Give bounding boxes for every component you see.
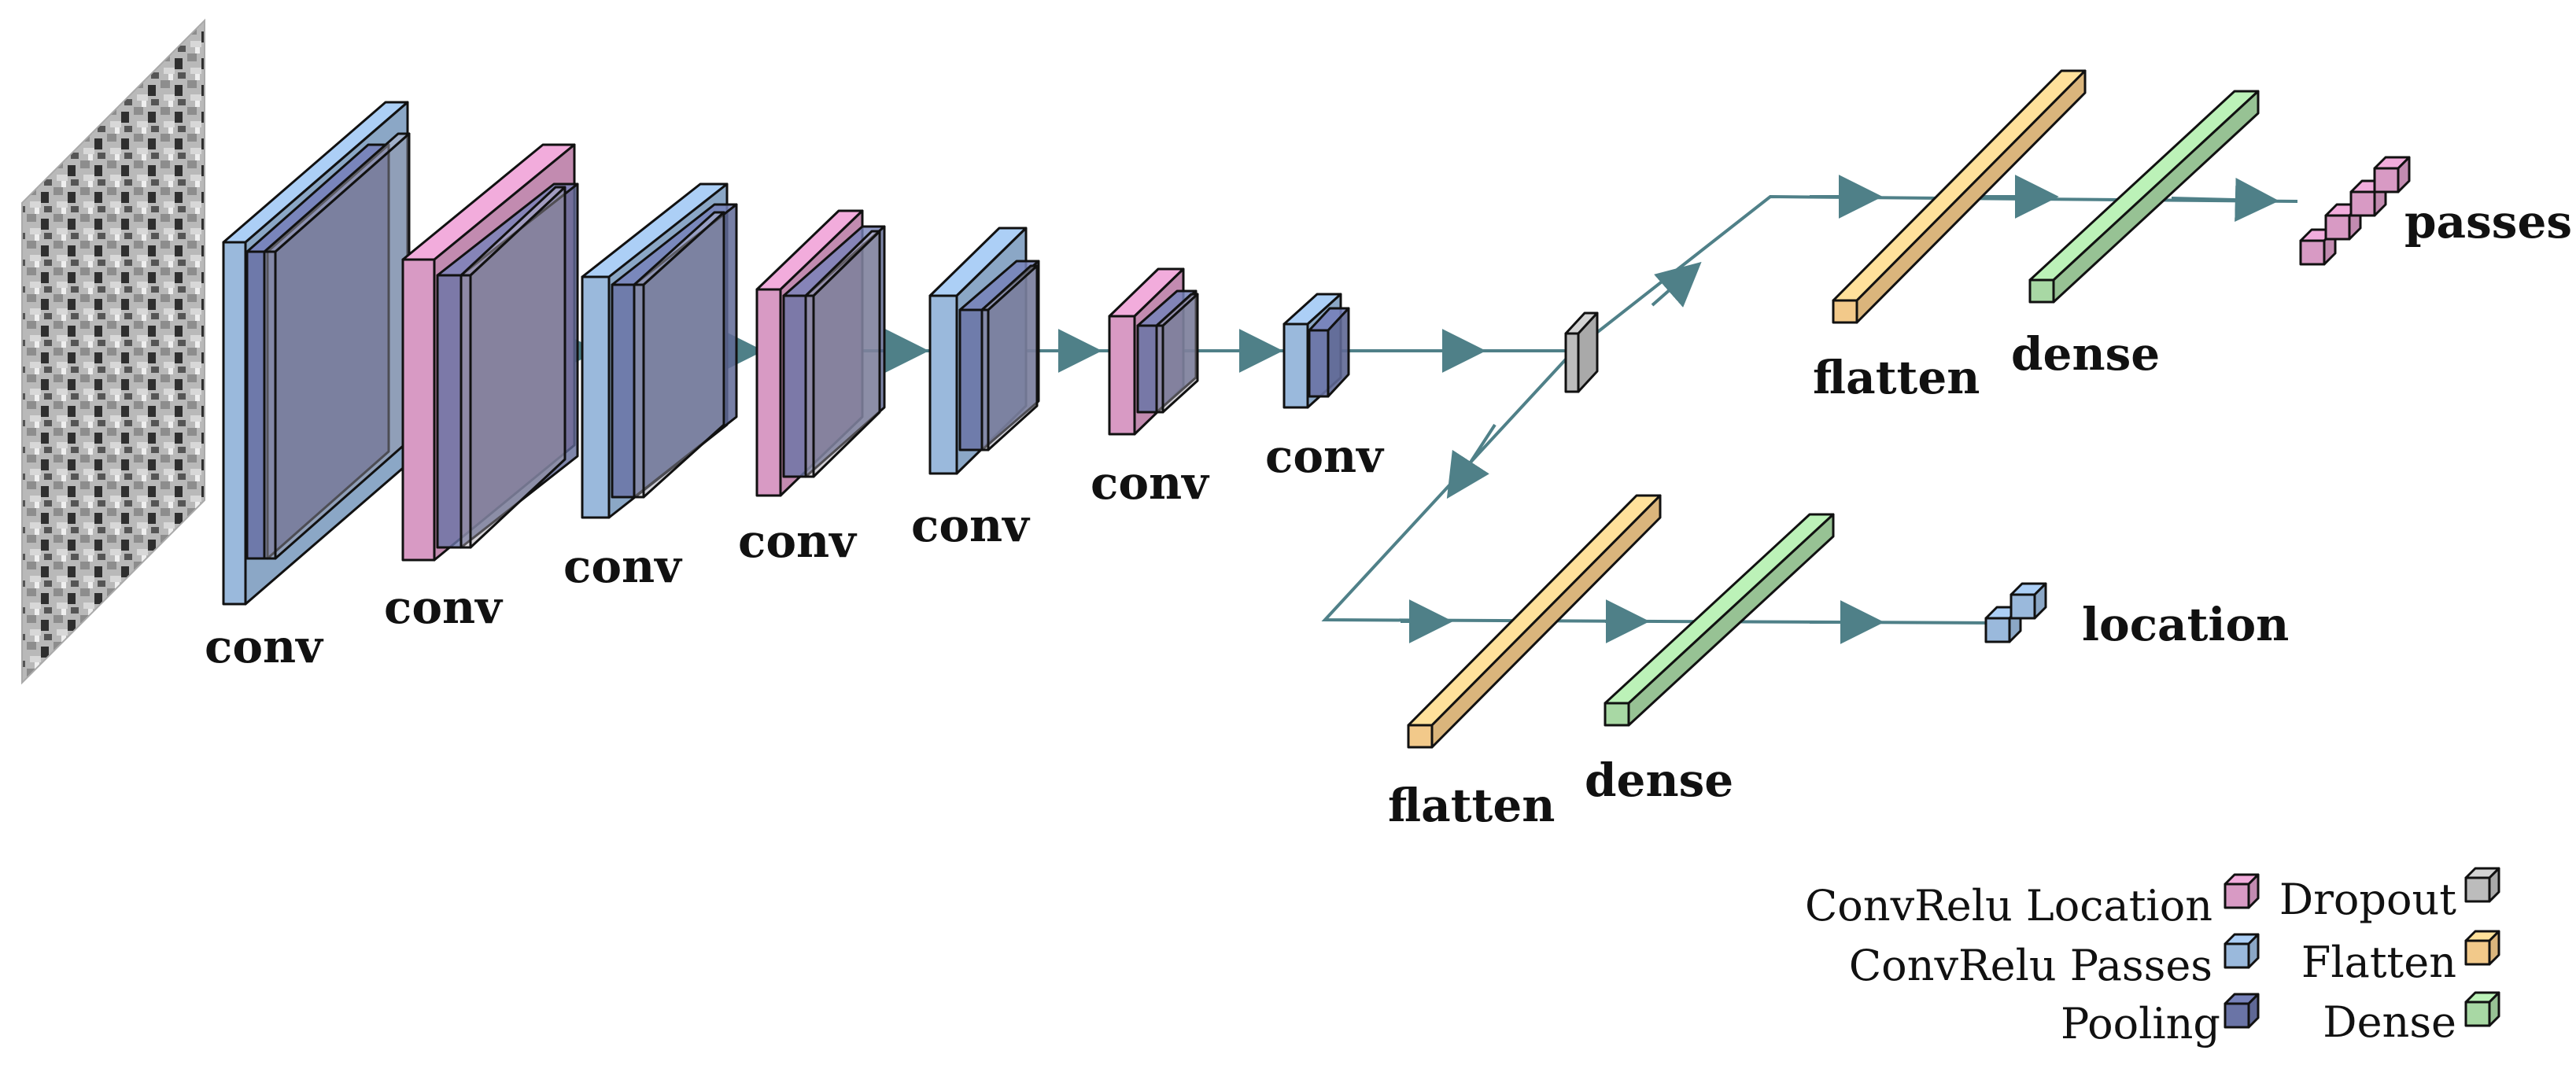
dense-block-bottom [1604, 513, 1835, 727]
conv-6-drop-front [1155, 324, 1164, 414]
dense-block-bottom-top [1604, 513, 1835, 705]
location-output-cube-2-front [2010, 593, 2036, 620]
conv-5-drop-front [980, 308, 990, 451]
conv-label-4: conv [738, 514, 858, 568]
legend-swatch-flatten-front [2464, 939, 2491, 966]
conv-1-drop-front [263, 250, 277, 560]
legend-swatch-convrelu-passes-front [2224, 942, 2250, 969]
layer-labels: conv conv conv conv conv conv conv flatt… [205, 195, 2572, 832]
legend-label-convrelu-passes: ConvRelu Passes [1849, 941, 2212, 990]
conv-6-relu-front [1108, 315, 1136, 436]
dense-block-top-side [2052, 90, 2260, 304]
conv-label-1: conv [205, 620, 324, 673]
conv-label-7: conv [1265, 429, 1385, 483]
conv-6-drop [1155, 293, 1199, 414]
conv-4-pool-front [782, 294, 807, 478]
conv-5-pool-front [958, 308, 984, 451]
legend-label-flatten: Flatten [2301, 938, 2456, 987]
conv-6-pool-front [1136, 324, 1158, 414]
legend-swatch-dense-front [2464, 1001, 2491, 1027]
dense-block-top-front [2028, 278, 2055, 304]
legend-swatch-pooling-front [2224, 1002, 2250, 1029]
legend-swatch-dropout-front [2464, 876, 2491, 903]
conv-2-pool-front [436, 274, 463, 549]
passes-output-cube-4 [2373, 156, 2411, 193]
legend: ConvRelu Location ConvRelu Passes Poolin… [1805, 875, 2456, 1048]
legend-swatch-flatten [2464, 930, 2500, 966]
conv-1-drop [263, 132, 411, 560]
location-flow-line-arrow-1 [1446, 423, 1497, 499]
conv-3-drop-front [633, 283, 645, 499]
dropout-block [1564, 311, 1599, 393]
dense-label-top: dense [2011, 327, 2160, 381]
conv-2-drop [459, 186, 566, 549]
dropout-block-front [1564, 332, 1580, 393]
flatten-block-bottom-front [1407, 724, 1434, 749]
passes-output-cube-2-front [2324, 214, 2351, 241]
legend-label-dense: Dense [2323, 997, 2456, 1047]
conv-3-relu-front [581, 275, 611, 519]
conv-5-relu-front [928, 294, 958, 475]
conv-4-relu-front [755, 288, 782, 497]
conv-5-pool [958, 260, 1040, 451]
legend-swatch-convrelu-passes [2224, 933, 2260, 969]
conv-3-drop [633, 211, 725, 499]
flatten-block-top [1832, 69, 2087, 324]
conv-1-pool [245, 143, 390, 560]
conv-label-2: conv [384, 580, 504, 634]
legend-label-pooling: Pooling [2061, 999, 2220, 1048]
passes-output-cube-1-front [2299, 239, 2326, 266]
conv-4-drop-front [804, 294, 815, 478]
legend-swatch-pooling [2224, 993, 2260, 1029]
passes-output-cube-4-front [2373, 167, 2400, 193]
dense-label-bottom: dense [1585, 754, 1733, 807]
flatten-block-top-front [1832, 299, 1858, 324]
passes-flow-line-arrow-1 [1651, 261, 1702, 308]
passes-output-cube-3-front [2349, 190, 2376, 217]
conv-5-drop [980, 264, 1039, 451]
conv-1-relu-front [222, 241, 247, 606]
dense-block-bottom-front [1604, 702, 1630, 727]
flatten-block-bottom [1407, 494, 1662, 749]
conv-4-drop [804, 230, 881, 478]
legend-swatch-convrelu-location-front [2224, 883, 2250, 909]
legend-swatch-dense [2464, 991, 2500, 1027]
input-image [21, 18, 205, 685]
layer-blocks [222, 69, 2500, 1029]
passes-label: passes [2404, 195, 2572, 249]
legend-label-dropout: Dropout [2279, 875, 2456, 924]
location-label: location [2082, 598, 2289, 651]
dense-block-top [2028, 90, 2260, 304]
location-output-cube-2 [2010, 582, 2047, 620]
conv-label-3: conv [563, 540, 683, 593]
location-flow-line [1321, 349, 2009, 625]
conv-label-5: conv [911, 499, 1031, 552]
conv-7-relu-front [1282, 322, 1309, 409]
passes-flow-line-arrow-4 [2171, 178, 2279, 223]
legend-label-convrelu-location: ConvRelu Location [1805, 881, 2212, 930]
conv-3-pool-front [611, 283, 636, 499]
conv-2-relu-front [401, 258, 436, 562]
conv-7-pool-front [1308, 329, 1330, 398]
legend-swatch-dropout [2464, 867, 2500, 903]
location-output-cube-1-front [1984, 617, 2011, 643]
dense-block-top-top [2028, 90, 2260, 282]
flatten-label-top: flatten [1813, 351, 1980, 404]
conv-label-6: conv [1091, 456, 1210, 510]
conv-3-pool [611, 203, 738, 499]
legend-swatch-convrelu-location [2224, 873, 2260, 909]
conv-7-pool [1308, 307, 1350, 398]
conv-2-drop-front [459, 274, 472, 549]
flatten-label-bottom: flatten [1388, 779, 1555, 832]
